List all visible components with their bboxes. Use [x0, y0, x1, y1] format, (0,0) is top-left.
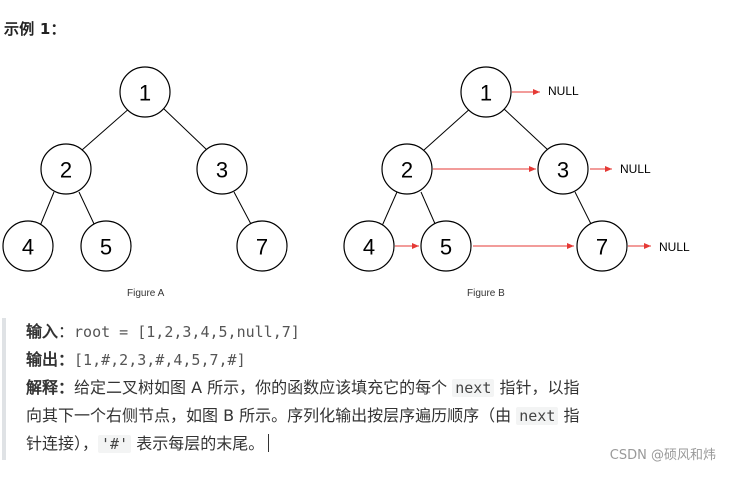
tree-node-b-4: 4	[343, 220, 395, 272]
explanation-text: 指针，以指	[494, 378, 580, 397]
input-value: root = [1,2,3,4,5,null,7]	[74, 323, 300, 341]
example-io-blockquote: 输入：root = [1,2,3,4,5,null,7] 输出：[1,#,2,3…	[2, 318, 718, 460]
node-label: 2	[60, 158, 72, 183]
explanation-text: 表示每层的末尾。	[131, 434, 265, 453]
tree-node-a-3: 3	[196, 143, 248, 195]
edge-a-3-7	[233, 191, 253, 227]
output-label: 输出：	[26, 350, 75, 369]
node-label: 4	[22, 235, 34, 260]
explanation-line-3: 针连接），'#' 表示每层的末尾。	[26, 430, 718, 458]
node-label: 3	[216, 158, 228, 183]
example-heading: 示例 1：	[4, 20, 66, 38]
node-label: 7	[256, 235, 268, 260]
explanation-text: 指	[558, 406, 580, 425]
input-label: 输入	[26, 322, 59, 341]
tree-node-b-5: 5	[420, 220, 472, 272]
figure-a-edges	[39, 106, 253, 227]
tree-node-a-1: 1	[119, 66, 171, 118]
node-label: 7	[596, 235, 608, 260]
input-colon: ：	[58, 322, 75, 341]
node-label: 3	[557, 158, 569, 183]
text-caret	[268, 434, 270, 452]
code-hash: '#'	[98, 435, 132, 453]
explanation-line-2: 向其下一个右侧节点，如图 B 所示。序列化输出按层序遍历顺序（由 next 指	[26, 402, 718, 430]
input-line: 输入：root = [1,2,3,4,5,null,7]	[26, 318, 718, 346]
null-label-level-2: NULL	[620, 162, 651, 176]
edge-b-3-7	[574, 191, 593, 227]
output-value: [1,#,2,3,#,4,5,7,#]	[74, 351, 246, 369]
explanation-text: 给定二叉树如图 A 所示，你的函数应该填充它的每个	[74, 378, 453, 397]
tree-node-b-2: 2	[381, 143, 433, 195]
tree-node-a-7: 7	[236, 220, 288, 272]
output-line: 输出：[1,#,2,3,#,4,5,7,#]	[26, 346, 718, 374]
explanation-label: 解释：	[26, 378, 75, 397]
edge-a-2-4	[39, 191, 55, 227]
tree-node-b-3: 3	[537, 143, 589, 195]
tree-node-a-4: 4	[2, 220, 54, 272]
figure-b-next-arrows	[395, 89, 651, 249]
node-label: 5	[440, 235, 452, 260]
tree-node-b-7: 7	[576, 220, 628, 272]
node-label: 1	[480, 81, 492, 106]
edge-b-1-2	[423, 106, 473, 151]
node-label: 5	[100, 235, 112, 260]
figure-b-nodes: 1 2 3 4 5 7	[343, 66, 628, 272]
edge-a-1-2	[81, 106, 132, 151]
node-label: 2	[401, 158, 413, 183]
edge-a-2-5	[78, 191, 96, 227]
figure-b-edges	[381, 106, 593, 227]
edge-b-1-3	[502, 107, 549, 151]
binary-tree-figure: 1 2 3 4 5 7 Figure A	[2, 66, 690, 299]
null-label-level-3: NULL	[659, 240, 690, 254]
node-label: 4	[363, 235, 375, 260]
code-next: next	[452, 379, 495, 397]
tree-node-a-5: 5	[80, 220, 132, 272]
figure-a-nodes: 1 2 3 4 5 7	[2, 66, 288, 272]
figure-a-caption: Figure A	[127, 288, 165, 299]
explanation-line-1: 解释：给定二叉树如图 A 所示，你的函数应该填充它的每个 next 指针，以指	[26, 374, 718, 402]
edge-b-2-4	[381, 191, 398, 227]
node-label: 1	[139, 81, 151, 106]
code-next: next	[516, 407, 559, 425]
csdn-watermark: CSDN @硕风和炜	[609, 448, 716, 463]
tree-node-b-1: 1	[460, 66, 512, 118]
tree-node-a-2: 2	[40, 143, 92, 195]
figure-b-caption: Figure B	[467, 288, 505, 299]
explanation-text: 针连接），	[26, 434, 99, 453]
edge-b-2-5	[420, 191, 437, 227]
edge-a-1-3	[162, 107, 208, 151]
explanation-text: 向其下一个右侧节点，如图 B 所示。序列化输出按层序遍历顺序（由	[26, 406, 517, 425]
null-label-level-1: NULL	[548, 84, 579, 98]
